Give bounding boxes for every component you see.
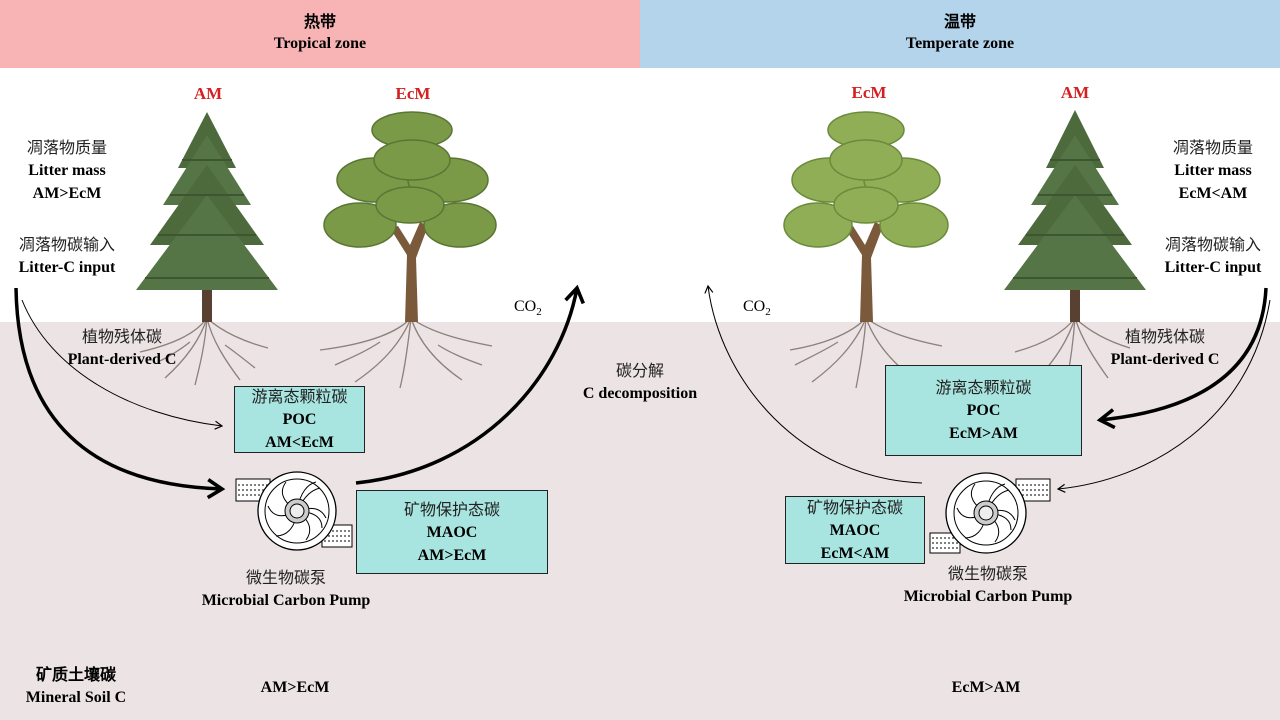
temperate-zone-header: 温带 Temperate zone (640, 0, 1280, 68)
tropical-mineral-relation: AM>EcM (260, 679, 330, 696)
c-decomposition-en: C decomposition (582, 385, 698, 402)
tropical-litter-mass-zh: 凋落物质量 (26, 138, 107, 157)
c-decomposition-zh: 碳分解 (615, 361, 664, 380)
temperate-maoc-en: MAOC (829, 521, 881, 539)
tropical-pump-en: Microbial Carbon Pump (201, 592, 371, 609)
tropical-litter-mass-en: Litter mass (28, 162, 106, 179)
tropical-poc-en: POC (282, 411, 317, 428)
tropical-litter-mass-relation: AM>EcM (32, 185, 102, 202)
temperate-mineral-relation: EcM>AM (951, 679, 1021, 696)
temperate-co2-text: CO (743, 298, 766, 315)
temperate-am-label: AM (1060, 83, 1090, 102)
mineral-soil-zh: 矿质土壤碳 (35, 665, 116, 684)
temperate-litter-input-zh: 凋落物碳输入 (1164, 235, 1261, 254)
tropical-co2-thick-arrow (355, 284, 585, 485)
temperate-ecm-roots (789, 317, 943, 389)
mineral-soil-label: 矿质土壤碳 Mineral Soil C (6, 663, 146, 709)
temperate-co2-label: CO2 (743, 298, 771, 318)
tropical-maoc-relation: AM>EcM (417, 546, 487, 564)
temperate-plant-derived-en: Plant-derived C (1110, 351, 1220, 368)
temperate-ecm-label: EcM (851, 83, 887, 102)
tropical-pump-label: 微生物碳泵 Microbial Carbon Pump (176, 566, 396, 612)
tropical-ecm-label: EcM (395, 84, 431, 103)
tropical-maoc-en: MAOC (426, 523, 478, 541)
temperate-plant-derived-zh: 植物残体碳 (1124, 327, 1205, 346)
temperate-poc-zh: 游离态颗粒碳 (935, 378, 1032, 397)
temperate-poc-en: POC (966, 402, 1001, 419)
tropical-co2-subscript: 2 (536, 306, 542, 319)
temperate-pump-zh: 微生物碳泵 (947, 564, 1028, 583)
temperate-pump-thin-arrow (1056, 299, 1271, 493)
tropical-litter-input-en: Litter-C input (18, 259, 116, 276)
tropical-litter-mass-label: 凋落物质量 Litter mass AM>EcM (0, 136, 134, 205)
tropical-maoc-zh: 矿物保护态碳 (403, 499, 500, 519)
tropical-litter-thick-arrow (14, 287, 226, 500)
tropical-plant-derived-label: 植物残体碳 Plant-derived C (52, 325, 192, 371)
tropical-microbial-pump-icon (235, 471, 353, 551)
temperate-maoc-zh: 矿物保护态碳 (806, 497, 903, 517)
temperate-plant-derived-label: 植物残体碳 Plant-derived C (1090, 325, 1240, 371)
tropical-pump-zh: 微生物碳泵 (245, 568, 326, 587)
temperate-co2-thin-arrow (704, 284, 923, 484)
mineral-soil-en: Mineral Soil C (25, 689, 127, 706)
temperate-litter-mass-relation: EcM<AM (1178, 185, 1248, 202)
temperate-litter-input-en: Litter-C input (1164, 259, 1262, 276)
tropical-am-label: AM (193, 84, 223, 103)
tropical-am-tree-icon (136, 112, 278, 386)
temperate-co2-subscript: 2 (765, 306, 771, 319)
tropical-zone-header: 热带 Tropical zone (0, 0, 640, 68)
tropical-ecm-tree-icon (319, 111, 497, 389)
tropical-plant-derived-zh: 植物残体碳 (81, 327, 162, 346)
temperate-pump-en: Microbial Carbon Pump (903, 588, 1073, 605)
tropical-poc-thin-arrow (21, 299, 224, 430)
tropical-litter-input-zh: 凋落物碳输入 (18, 235, 115, 254)
tropical-am-roots (139, 317, 269, 386)
tropical-zone-title-zh: 热带 (303, 14, 336, 31)
temperate-litter-thick-arrow (1096, 287, 1268, 430)
tropical-co2-text: CO (514, 298, 537, 315)
tropical-ecm-roots (319, 317, 493, 389)
temperate-poc-box: 游离态颗粒碳 POC EcM>AM (885, 365, 1082, 456)
temperate-zone-title-zh: 温带 (943, 14, 976, 31)
temperate-zone-title-en: Temperate zone (905, 35, 1015, 52)
tropical-co2-label: CO2 (514, 298, 542, 318)
temperate-litter-input-label: 凋落物碳输入 Litter-C input (1146, 233, 1280, 279)
temperate-pump-label: 微生物碳泵 Microbial Carbon Pump (878, 562, 1098, 608)
temperate-litter-mass-zh: 凋落物质量 (1172, 138, 1253, 157)
tropical-poc-zh: 游离态颗粒碳 (251, 387, 348, 406)
tropical-maoc-box: 矿物保护态碳 MAOC AM>EcM (356, 490, 548, 574)
temperate-litter-mass-en: Litter mass (1174, 162, 1252, 179)
temperate-microbial-pump-icon (929, 472, 1051, 554)
tropical-plant-derived-en: Plant-derived C (67, 351, 177, 368)
temperate-maoc-relation: EcM<AM (820, 544, 890, 562)
temperate-am-tree-icon (1004, 110, 1146, 386)
temperate-maoc-box: 矿物保护态碳 MAOC EcM<AM (785, 496, 925, 564)
tropical-litter-input-label: 凋落物碳输入 Litter-C input (0, 233, 134, 279)
tropical-poc-box: 游离态颗粒碳 POC AM<EcM (234, 386, 365, 453)
c-decomposition-label: 碳分解 C decomposition (560, 359, 720, 405)
temperate-poc-relation: EcM>AM (949, 425, 1018, 442)
tropical-zone-title-en: Tropical zone (273, 35, 367, 52)
tropical-poc-relation: AM<EcM (265, 434, 334, 451)
temperate-ecm-tree-icon (783, 111, 949, 389)
temperate-litter-mass-label: 凋落物质量 Litter mass EcM<AM (1146, 136, 1280, 205)
